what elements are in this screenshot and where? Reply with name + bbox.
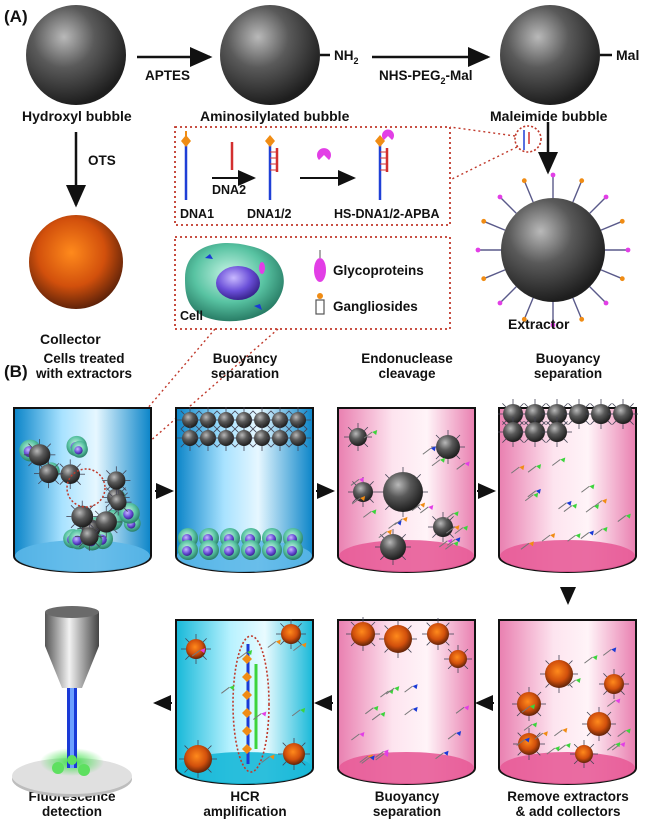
tube-4	[498, 399, 638, 573]
step-label-3-line1: Endonuclease	[361, 351, 453, 366]
extractor-label: Extractor	[508, 316, 570, 332]
fluorescence-detector	[12, 606, 132, 797]
collector-bubble	[29, 215, 123, 309]
dna12-label: DNA1/2	[247, 207, 292, 221]
step-label-5-line2: & add collectors	[515, 804, 620, 819]
apba-molecule	[317, 148, 331, 160]
tube-5	[498, 619, 637, 785]
maleimide-bubble	[500, 5, 600, 105]
tube-6	[337, 617, 476, 785]
panel-b-tag: (B)	[4, 362, 28, 381]
step-label-2-line1: Buoyancy	[213, 351, 278, 366]
collector-label: Collector	[40, 331, 101, 347]
dna12-duplex	[265, 135, 279, 200]
hydroxyl-bubble-label: Hydroxyl bubble	[22, 108, 132, 124]
hydroxyl-bubble	[26, 5, 126, 105]
maleimide-bubble-label: Maleimide bubble	[490, 108, 608, 124]
gangliosides-label: Gangliosides	[333, 299, 418, 314]
zoom-connector-top	[449, 126, 516, 137]
step-label-7-line1: HCR	[230, 789, 259, 804]
nhs-peg-mal-label: NHS-PEG2-Mal	[379, 68, 473, 86]
ots-label: OTS	[88, 153, 116, 168]
dna2-label: DNA2	[212, 183, 246, 197]
step-label-4-line2: separation	[534, 366, 602, 381]
step-label-3-line2: cleavage	[378, 366, 436, 381]
aminosilylated-bubble	[220, 5, 320, 105]
hs-dna-apba-label: HS-DNA1/2-APBA	[334, 207, 440, 221]
mal-label: Mal	[616, 47, 639, 63]
step-label-6-line1: Buoyancy	[375, 789, 440, 804]
glycoprotein-icon	[314, 250, 326, 282]
aptes-label: APTES	[145, 68, 190, 83]
glycoproteins-label: Glycoproteins	[333, 263, 424, 278]
step-label-6-line2: separation	[373, 804, 441, 819]
ganglioside-icon	[315, 293, 325, 315]
dna1-strand	[181, 131, 191, 200]
cell-connector-left	[94, 328, 216, 471]
cell-illustration	[185, 242, 284, 322]
tube-1	[13, 407, 152, 573]
aminosilylated-bubble-label: Aminosilylated bubble	[200, 108, 350, 124]
tube-2	[175, 407, 314, 573]
step-label-7-line2: amplification	[203, 804, 286, 819]
step-label-2-line2: separation	[211, 366, 279, 381]
step-label-5-line1: Remove extractors	[507, 789, 629, 804]
extractor-bubble	[475, 172, 631, 328]
dna-construction-box	[174, 126, 451, 226]
tube-3	[337, 407, 476, 573]
zoom-circle	[514, 125, 542, 153]
hs-dna-apba-conjugate	[375, 129, 395, 200]
step-label-8-line2: detection	[42, 804, 102, 819]
step-label-1-line1: Cells treated	[43, 351, 124, 366]
step-label-4-line1: Buoyancy	[536, 351, 601, 366]
step-label-1-line2: with extractors	[35, 366, 132, 381]
cell-label: Cell	[180, 309, 203, 323]
cell-legend-box	[174, 236, 451, 330]
zoom-connector-bottom	[449, 146, 518, 181]
nh2-label: NH2	[334, 48, 359, 66]
tube-7	[175, 619, 314, 785]
dna1-label: DNA1	[180, 207, 214, 221]
panel-a-tag: (A)	[4, 7, 28, 26]
